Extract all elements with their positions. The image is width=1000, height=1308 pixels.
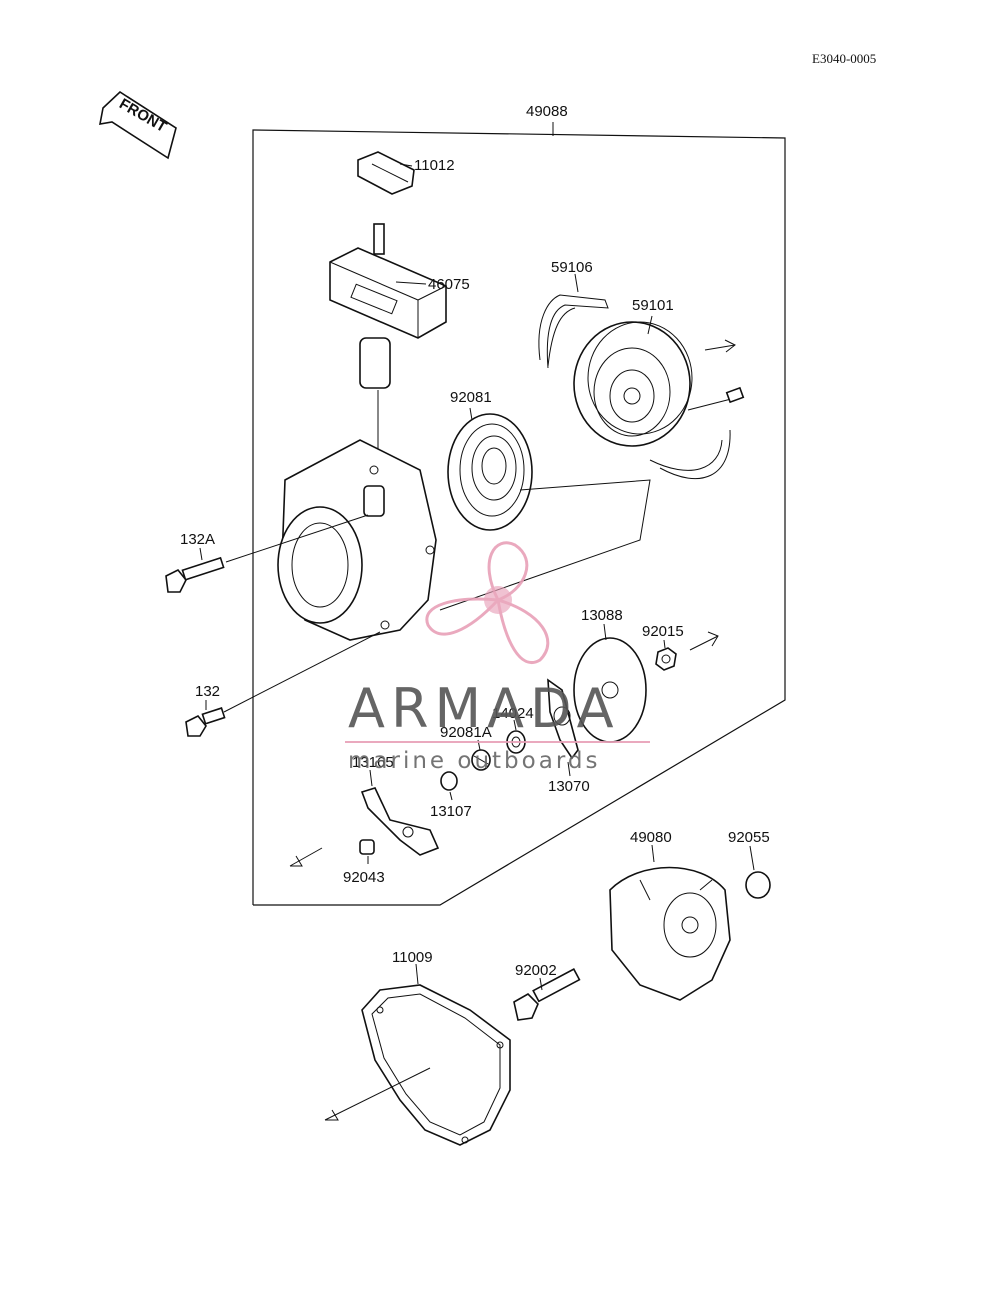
label-132: 132	[195, 683, 220, 700]
label-11009: 11009	[392, 949, 433, 966]
label-13070: 13070	[548, 778, 590, 795]
spring-92081A-part	[471, 749, 491, 771]
label-92081A: 92081A	[440, 724, 492, 741]
armada-watermark-logo: ARMADA marine outboards	[345, 541, 650, 774]
label-49080: 49080	[630, 829, 672, 846]
label-59101: 59101	[632, 297, 674, 314]
collar-part	[440, 771, 458, 791]
bolt-132A-part	[165, 514, 369, 593]
handle-cap-part	[357, 151, 415, 195]
label-92055: 92055	[728, 829, 770, 846]
label-13088: 13088	[581, 607, 623, 624]
front-arrow-icon: FRONT	[99, 90, 177, 160]
label-132A: 132A	[180, 531, 215, 548]
o-ring-part	[745, 871, 771, 899]
label-92002: 92002	[515, 962, 557, 979]
label-49088: 49088	[526, 103, 568, 120]
bolt-92002-part	[513, 968, 581, 1021]
watermark-brand: ARMADA	[348, 677, 620, 740]
reel-part	[573, 321, 745, 480]
label-14024: 14024	[492, 705, 534, 722]
starter-handle-part	[329, 223, 447, 460]
label-92043: 92043	[343, 869, 385, 886]
label-92081: 92081	[450, 389, 492, 406]
starter-pulley-part	[609, 866, 731, 1001]
recoil-spring-part	[439, 413, 651, 611]
pin-part	[289, 839, 375, 867]
label-13165: 13165	[352, 754, 394, 771]
label-92015: 92015	[642, 623, 684, 640]
label-13107: 13107	[430, 803, 472, 820]
spring-guide-part	[538, 294, 609, 369]
nut-part	[655, 631, 719, 671]
ratchet-part	[547, 678, 579, 760]
gasket-part	[324, 984, 511, 1146]
propeller-icon	[425, 541, 550, 664]
assembly-frame	[252, 122, 786, 906]
bolt-132-part	[185, 631, 381, 737]
starter-housing-part	[277, 439, 437, 641]
label-46075: 46075	[428, 276, 470, 293]
label-11012: 11012	[414, 157, 455, 174]
pawl-part	[360, 787, 440, 856]
watermark-tagline: marine outboards	[348, 748, 600, 774]
label-59106: 59106	[551, 259, 593, 276]
document-code: E3040-0005	[812, 51, 876, 66]
